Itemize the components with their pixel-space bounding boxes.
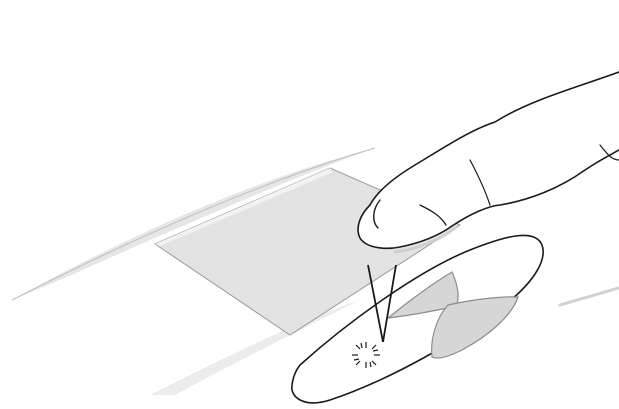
button-bar-icon <box>291 234 544 404</box>
finger-shadow-on-pad <box>393 226 457 254</box>
fingernail <box>373 199 381 229</box>
click-line-left <box>367 264 384 343</box>
finger-knuckle-crease <box>419 204 447 226</box>
palmrest-right-stroke <box>558 286 619 307</box>
hand-crease-upper <box>599 144 619 161</box>
left-button <box>386 271 459 319</box>
click-indicator-icon <box>352 264 397 368</box>
palmrest-shadow-upper <box>12 148 375 300</box>
touchpad-bevel <box>155 168 333 246</box>
click-burst-icon <box>352 342 380 368</box>
right-button <box>431 296 519 359</box>
finger-second-knuckle <box>469 159 491 206</box>
finger-outline <box>357 71 619 250</box>
finger-icon <box>357 71 619 254</box>
click-line-right <box>382 264 397 343</box>
palmrest-edge-line <box>11 147 376 301</box>
